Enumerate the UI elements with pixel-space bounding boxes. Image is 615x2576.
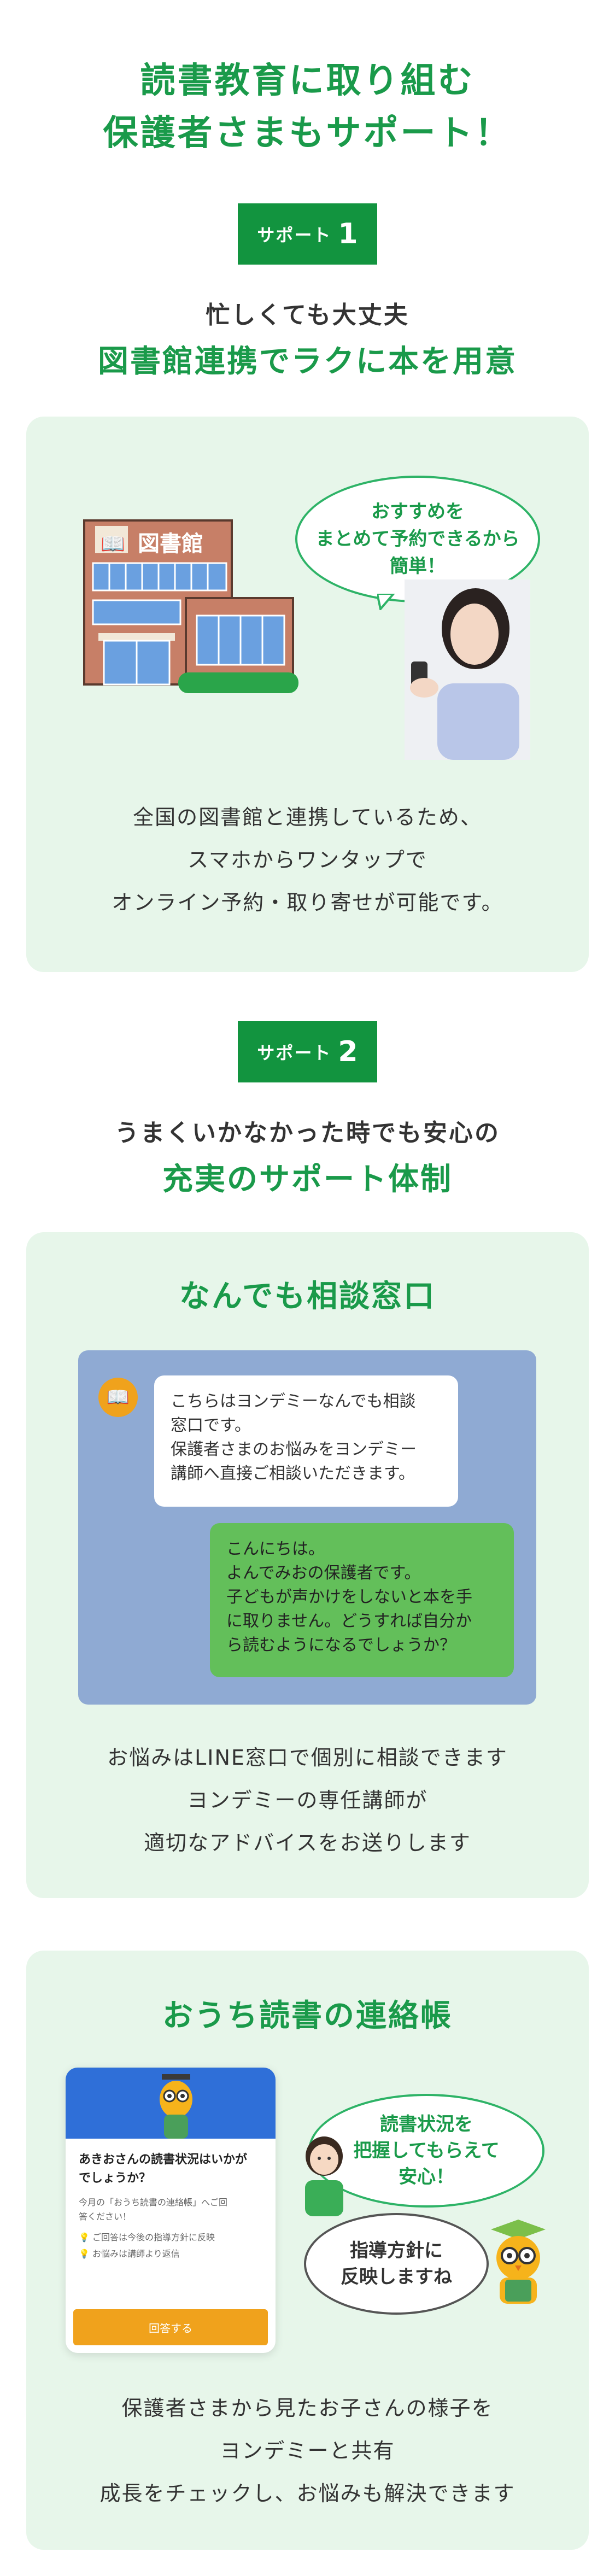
- note-line: 今月の「おうち読書の連絡帳」へご回: [79, 2197, 228, 2208]
- phone-item-1: 💡 ご回答は今後の指導方針に反映: [79, 2229, 262, 2246]
- phone-item-2: 💡 お悩みは講師より返信: [79, 2246, 262, 2262]
- badge-label: サポート: [257, 1043, 332, 1063]
- library-sign: 図書館: [138, 531, 203, 557]
- bulb-icon: 💡: [79, 2232, 90, 2243]
- badge-label: サポート: [257, 225, 332, 245]
- bulb-icon: 💡: [79, 2249, 90, 2259]
- notebook-bubble-teacher: 指導方針に 反映しますね: [304, 2213, 489, 2315]
- support2-subtitle: うまくいかなかった時でも安心の: [115, 1119, 500, 1147]
- bubble-line: 把握してもらえて: [353, 2140, 500, 2162]
- message-line: 講師へ直接ご相談いただきます。: [171, 1464, 415, 1483]
- bubble-line: 指導方針に: [350, 2240, 443, 2262]
- consult-desc-line3: 適切なアドバイスをお送りします: [144, 1831, 471, 1855]
- book-avatar-icon: 📖: [98, 1378, 138, 1417]
- support-badge-1: サポート 1: [238, 203, 377, 265]
- phone-note: 今月の「おうち読書の連絡帳」へご回 答ください！: [79, 2196, 262, 2224]
- bubble-line: 反映しますね: [341, 2266, 452, 2288]
- book-icon: 📖: [101, 533, 125, 555]
- bubble-tail: [377, 594, 395, 610]
- notebook-bubble-parent: 読書状況を 把握してもらえて 安心！: [308, 2094, 544, 2208]
- message-line: ら読むようになるでしょうか？: [226, 1636, 456, 1655]
- message-line: に取りません。どうすれば自分か: [226, 1612, 472, 1631]
- owl-teacher-icon: [491, 2220, 546, 2304]
- support2-title: 充実のサポート体制: [162, 1162, 453, 1197]
- message-line: よんでみおの保護者です。: [226, 1564, 421, 1583]
- message-line: 窓口です。: [171, 1416, 251, 1435]
- support1-desc-line3: オンライン予約・取り寄せが可能です。: [112, 891, 503, 915]
- notebook-desc-line1: 保護者さまから見たお子さんの様子を: [121, 2396, 494, 2420]
- item-text: お悩みは講師より返信: [92, 2249, 180, 2259]
- consult-desc-line2: ヨンデミーの専任講師が: [187, 1788, 428, 1812]
- support1-desc-line1: 全国の図書館と連携しているため、: [133, 805, 482, 829]
- support1-desc-line2: スマホからワンタップで: [188, 848, 427, 872]
- parent-avatar: [305, 2136, 343, 2216]
- support-badge-2: サポート 2: [238, 1021, 377, 1082]
- page-title-line2: 保護者さまもサポート！: [103, 113, 512, 154]
- bubble-line: おすすめを: [371, 501, 464, 523]
- phone-mockup: あきおさんの読書状況はいかが でしょうか？ 今月の「おうち読書の連絡帳」へご回 …: [66, 2068, 276, 2353]
- chat-message-parent: こんにちは。 よんでみおの保護者です。 子どもが声かけをしないと本を手 に取りま…: [210, 1523, 514, 1677]
- bubble-line: 簡単！: [389, 555, 446, 577]
- consult-title: なんでも相談窓口: [179, 1279, 436, 1314]
- woman-photo: [405, 579, 530, 760]
- bubble-line: 読書状況を: [380, 2114, 473, 2135]
- message-line: こちらはヨンデミーなんでも相談: [171, 1392, 416, 1411]
- badge-number: 2: [338, 1035, 358, 1068]
- chat-message-operator: こちらはヨンデミーなんでも相談 窓口です。 保護者さまのお悩みをヨンデミー 講師…: [154, 1375, 458, 1507]
- bubble-line: 安心！: [399, 2166, 454, 2188]
- consult-desc-line1: お悩みはLINE窓口で個別に相談できます: [107, 1746, 508, 1770]
- support1-subtitle: 忙しくても大丈夫: [206, 301, 409, 329]
- phone-question: あきおさんの読書状況はいかが でしょうか？: [79, 2151, 262, 2188]
- answer-button[interactable]: 回答する: [73, 2309, 268, 2345]
- message-line: 子どもが声かけをしないと本を手: [226, 1588, 472, 1607]
- notebook-desc-line2: ヨンデミーと共有: [220, 2439, 395, 2463]
- message-line: こんにちは。: [226, 1539, 325, 1559]
- support1-title: 図書館連携でラクに本を用意: [98, 344, 517, 379]
- library-illustration: [83, 519, 298, 693]
- question-line: でしょうか？: [79, 2171, 151, 2185]
- notebook-desc-line3: 成長をチェックし、お悩みも解決できます: [99, 2481, 516, 2505]
- note-line: 答ください！: [79, 2211, 132, 2222]
- message-line: 保護者さまのお悩みをヨンデミー: [171, 1440, 417, 1459]
- question-line: あきおさんの読書状況はいかが: [79, 2153, 248, 2167]
- bubble-line: まとめて予約できるから: [315, 528, 520, 550]
- owl-mascot-icon: [160, 2074, 192, 2139]
- phone-items: 💡 ご回答は今後の指導方針に反映 💡 お悩みは講師より返信: [79, 2229, 262, 2262]
- item-text: ご回答は今後の指導方針に反映: [92, 2232, 215, 2243]
- page-title-line1: 読書教育に取り組む: [140, 61, 475, 101]
- badge-number: 1: [338, 218, 358, 250]
- phone-header: [66, 2068, 276, 2139]
- notebook-title: おうち読書の連絡帳: [162, 1998, 453, 2034]
